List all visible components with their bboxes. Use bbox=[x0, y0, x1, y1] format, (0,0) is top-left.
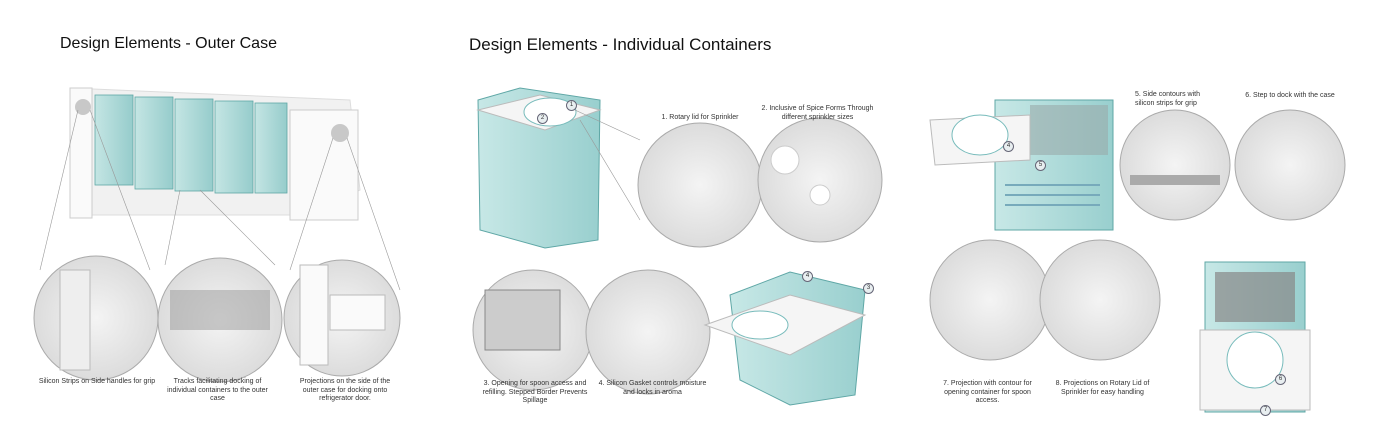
badge-4b: 4 bbox=[1003, 141, 1014, 152]
caption-8: 8. Projections on Rotary Lid of Sprinkle… bbox=[1055, 380, 1150, 396]
caption-6: 6. Step to dock with the case bbox=[1245, 92, 1335, 99]
caption-projections-case: Projections on the side of the outer cas… bbox=[299, 378, 391, 402]
caption-7: 7. Projection with contour for opening c… bbox=[943, 380, 1032, 404]
caption-silicon-strips: Silicon Strips on Side handles for grip bbox=[38, 378, 156, 385]
badge-4a: 4 bbox=[802, 271, 813, 282]
caption-tracks: Tracks facilitating docking of individua… bbox=[167, 378, 268, 402]
badge-7: 7 bbox=[1260, 405, 1271, 416]
badge-3: 3 bbox=[863, 283, 874, 294]
badge-6: 6 bbox=[1275, 374, 1286, 385]
caption-2: 2. Inclusive of Spice Forms Through diff… bbox=[761, 105, 874, 121]
outer-case-title: Design Elements - Outer Case bbox=[60, 35, 277, 52]
caption-3: 3. Opening for spoon access and refillin… bbox=[482, 380, 588, 404]
container-render-top bbox=[929, 239, 1311, 413]
caption-5: 5. Side contours with silicon strips for… bbox=[1135, 91, 1200, 107]
container-render-main bbox=[476, 87, 883, 249]
caption-1: 1. Rotary lid for Sprinkler bbox=[661, 114, 739, 121]
container-render-open bbox=[472, 269, 867, 406]
badge-2: 2 bbox=[537, 113, 548, 124]
badge-5: 5 bbox=[1035, 160, 1046, 171]
badge-1: 1 bbox=[566, 100, 577, 111]
caption-4: 4. Silicon Gasket controls moisture and … bbox=[598, 380, 707, 396]
containers-title: Design Elements - Individual Containers bbox=[469, 35, 772, 54]
outer-case-render bbox=[33, 87, 401, 383]
container-render-side bbox=[929, 99, 1346, 231]
